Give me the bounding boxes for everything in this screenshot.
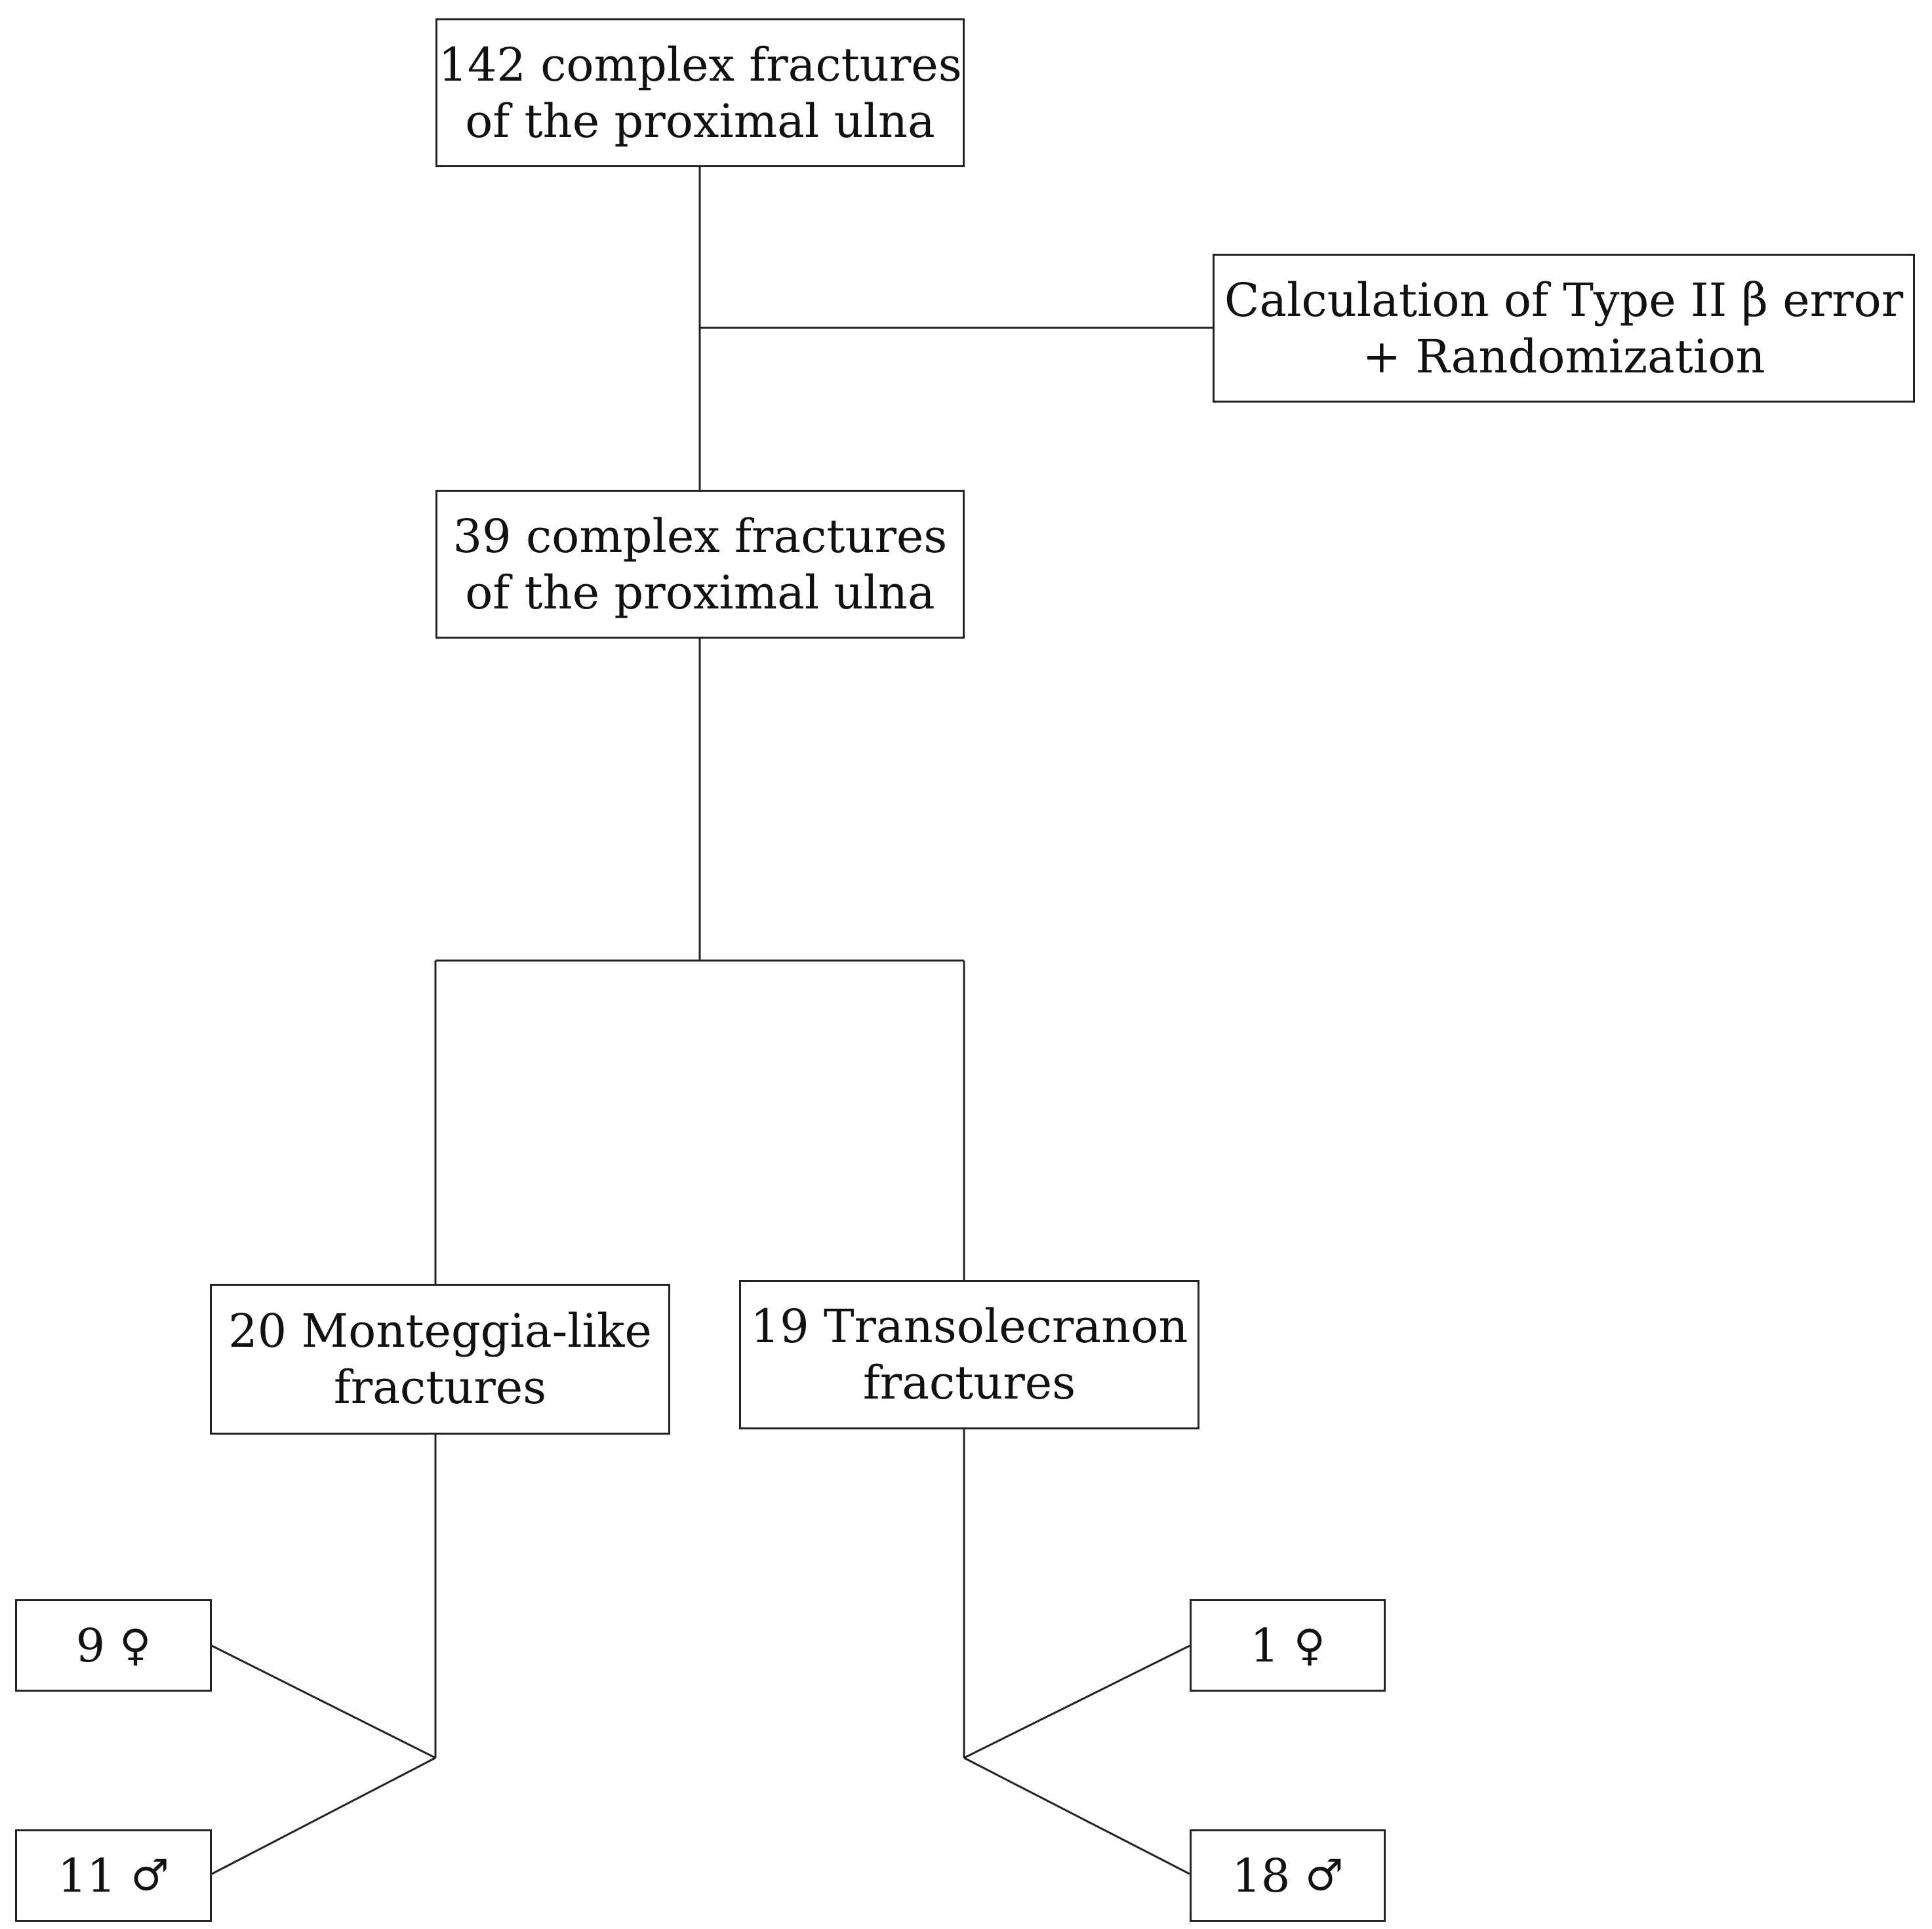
connector-transolecranon-male (963, 1757, 1190, 1875)
box-monteggia-female: 9 ♀ (15, 1599, 212, 1692)
box-monteggia-line2: fractures (333, 1361, 547, 1414)
box-transolecranon-female: 1 ♀ (1190, 1599, 1386, 1692)
box-included-fractures: 39 complex fractures of the proximal uln… (435, 490, 965, 639)
monteggia-female-count: 9 (75, 1618, 106, 1673)
connector-transolecranon-female (963, 1644, 1190, 1759)
box-transolecranon-line1: 19 Transolecranon (750, 1300, 1188, 1353)
box-monteggia-male: 11 ♂ (15, 1829, 212, 1922)
transolecranon-female-count: 1 (1250, 1618, 1279, 1673)
box-transolecranon-male: 18 ♂ (1190, 1829, 1386, 1922)
male-symbol-icon: ♂ (1304, 1850, 1344, 1901)
box-initial-fractures: 142 complex fractures of the proximal ul… (435, 18, 965, 167)
monteggia-male-count: 11 (57, 1848, 116, 1903)
box-calculation-line1: Calculation of Type II β error (1224, 273, 1904, 327)
box-monteggia-line1: 20 Monteggia-like (228, 1304, 652, 1358)
box-included-line1: 39 complex fractures (453, 509, 948, 563)
male-symbol-icon: ♂ (130, 1850, 170, 1901)
box-initial-line1: 142 complex fractures (438, 37, 962, 92)
box-calculation-line2: + Randomization (1362, 329, 1765, 384)
box-transolecranon-fractures: 19 Transolecranon fractures (739, 1280, 1199, 1429)
female-symbol-icon: ♀ (119, 1620, 151, 1671)
connector-monteggia-female (211, 1644, 436, 1759)
connector-monteggia-male (211, 1757, 436, 1875)
box-transolecranon-line2: fractures (862, 1356, 1076, 1410)
box-calculation-randomization: Calculation of Type II β error + Randomi… (1213, 254, 1915, 403)
transolecranon-male-count: 18 (1232, 1848, 1291, 1903)
female-symbol-icon: ♀ (1293, 1620, 1325, 1671)
box-included-line2: of the proximal ulna (465, 565, 935, 620)
box-initial-line2: of the proximal ulna (465, 94, 935, 148)
box-monteggia-fractures: 20 Monteggia-like fractures (210, 1284, 670, 1435)
